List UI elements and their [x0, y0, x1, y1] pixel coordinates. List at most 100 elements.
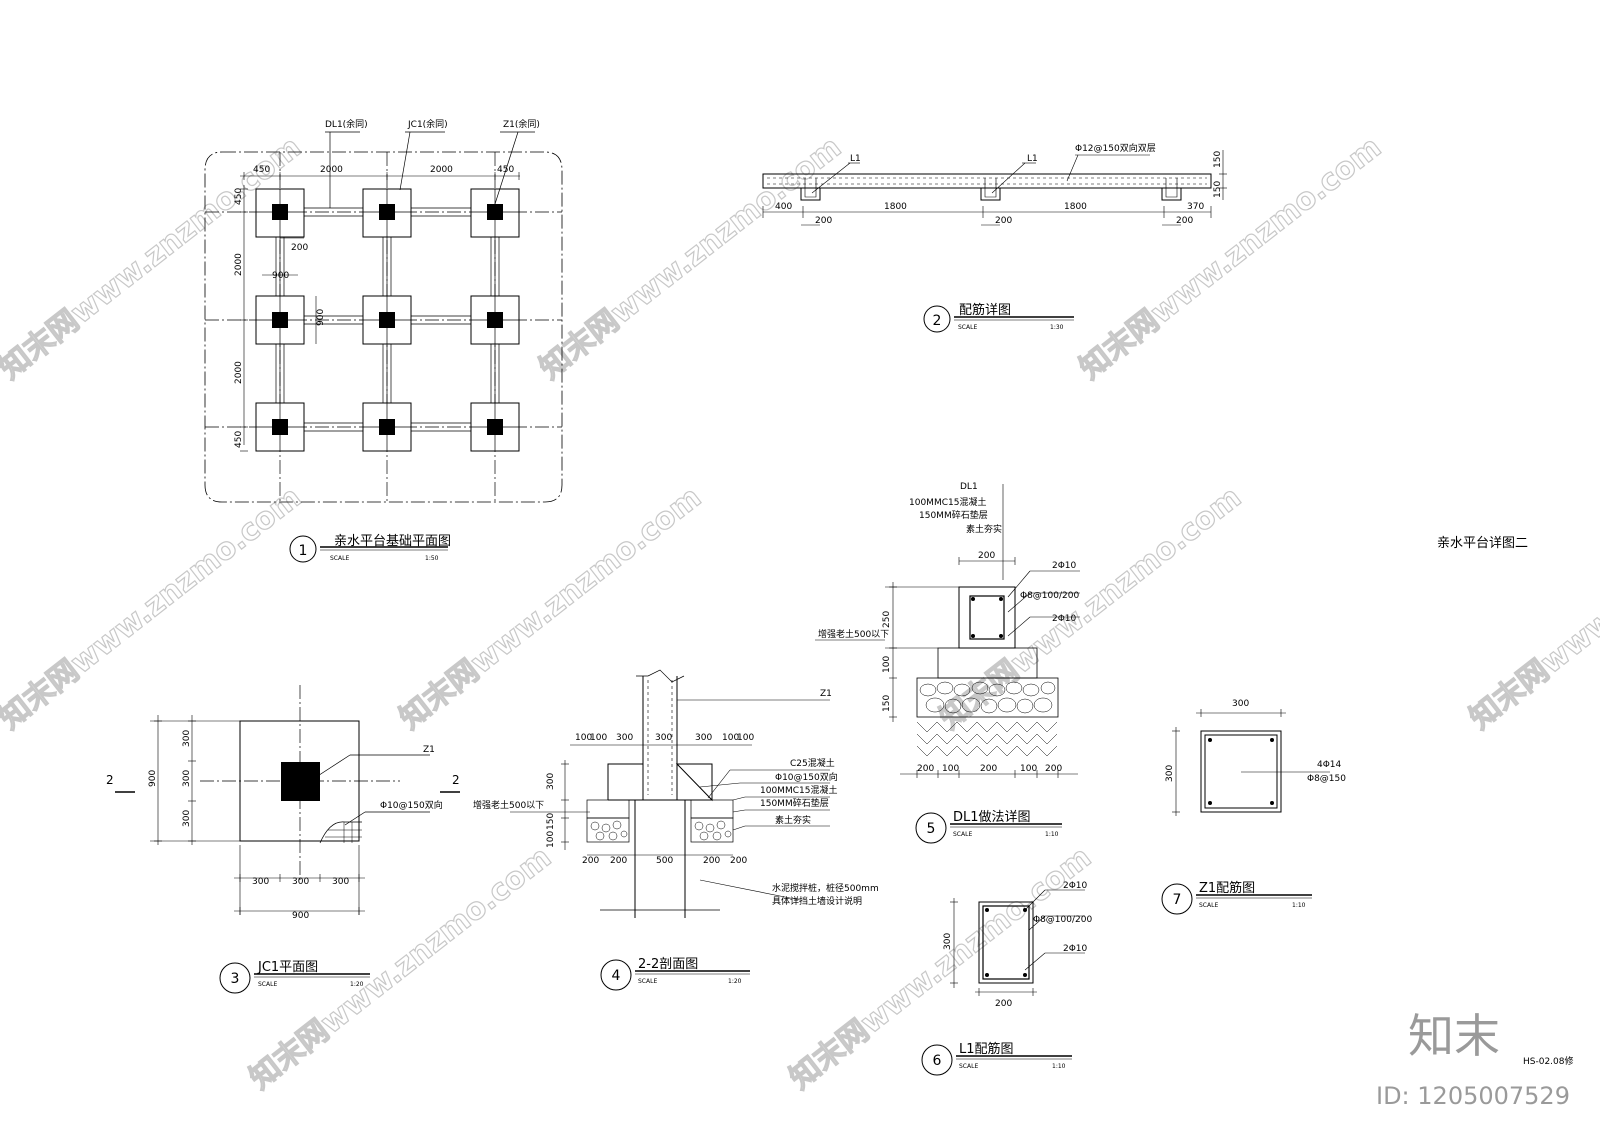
dim: 300	[546, 773, 556, 790]
view-1-foundation-plan	[204, 131, 563, 563]
label-dl1: DL1(余同)	[325, 118, 368, 130]
rebar-label: 2Φ10	[1052, 614, 1077, 624]
dim: 200	[1045, 764, 1062, 774]
view-title: 2-2剖面图	[638, 957, 698, 972]
rebar-label: 2Φ10	[1063, 944, 1088, 954]
view-6-l1-rebar	[921, 889, 1085, 1076]
dim: 200	[978, 551, 995, 561]
callout: 150MM碎石垫层	[919, 509, 988, 521]
id-label: ID: 1205007529	[1376, 1082, 1570, 1110]
view-title: 配筋详图	[959, 302, 1011, 318]
dim: 300	[1165, 765, 1175, 782]
view-title: DL1做法详图	[953, 810, 1031, 825]
view-title: L1配筋图	[959, 1041, 1014, 1057]
scale-label: SCALE	[258, 981, 277, 988]
dim: 300	[182, 810, 192, 827]
rebar-label: 2Φ10	[1063, 881, 1088, 891]
dim: 200	[610, 856, 627, 866]
dim: 370	[1187, 202, 1204, 212]
view-title: Z1配筋图	[1199, 880, 1255, 896]
dim: 100	[546, 831, 556, 848]
watermark: 知末网www.znzmo.com	[393, 480, 708, 737]
scale-value: 1:10	[1052, 1063, 1066, 1070]
dim: 200	[815, 216, 832, 226]
view-title: JC1平面图	[257, 960, 318, 975]
dim: 450	[234, 188, 244, 205]
rebar-label: Φ8@100/200	[1033, 915, 1092, 925]
scale-label: SCALE	[959, 1063, 978, 1070]
dim: 100	[737, 733, 754, 743]
layer-label: C25混凝土	[790, 757, 835, 769]
scale-value: 1:20	[728, 978, 742, 985]
label-l1: L1	[850, 154, 861, 164]
label-rebar: Φ10@150双向	[380, 799, 443, 811]
scale-value: 1:10	[1292, 902, 1306, 909]
dim: 1800	[1064, 202, 1087, 212]
dim: 250	[882, 611, 892, 628]
dim: 100	[942, 764, 959, 774]
layer-label: 素土夯实	[775, 814, 811, 826]
dim: 150	[1213, 181, 1223, 198]
scale-label: SCALE	[953, 831, 972, 838]
dim: 300	[182, 730, 192, 747]
dim: 100	[590, 733, 607, 743]
view-number: 4	[612, 968, 621, 984]
dim: 300	[943, 933, 953, 950]
dim: 200	[980, 764, 997, 774]
dim: 500	[656, 856, 673, 866]
view-4-section-2-2	[510, 669, 830, 991]
section-mark-left: 2	[106, 773, 114, 787]
dim: 450	[253, 165, 270, 175]
dim: 300	[252, 877, 269, 887]
dim: 100	[1020, 764, 1037, 774]
label-z1: Z1(余同)	[503, 118, 540, 130]
dim: 200	[703, 856, 720, 866]
dim: 300	[695, 733, 712, 743]
dim: 200	[1176, 216, 1193, 226]
dim: 300	[292, 877, 309, 887]
dim: 200	[582, 856, 599, 866]
scale-label: SCALE	[330, 555, 349, 562]
sheet-title: 亲水平台详图二	[1437, 536, 1528, 551]
dim: 300	[616, 733, 633, 743]
dim: 150	[882, 695, 892, 712]
scale-value: 1:30	[1050, 324, 1064, 331]
watermark: 知末网www.znzmo.com	[1073, 130, 1388, 387]
dim: 200	[917, 764, 934, 774]
dim: 300	[332, 877, 349, 887]
water-note: 增强老土500以下	[818, 628, 889, 640]
dim: 150	[546, 813, 556, 830]
rebar-label: 2Φ10	[1052, 561, 1077, 571]
rebar-label: Φ8@100/200	[1020, 591, 1079, 601]
label-jc1: JC1(余同)	[407, 118, 448, 130]
view-number: 6	[933, 1053, 942, 1069]
dim: 300	[182, 770, 192, 787]
dim: 2000	[234, 361, 244, 384]
scale-label: SCALE	[638, 978, 657, 985]
dim: 200	[291, 243, 308, 253]
sheet-code: HS-02.08修	[1523, 1055, 1574, 1067]
scale-label: SCALE	[1199, 902, 1218, 909]
dim: 900	[272, 271, 289, 281]
dim: 100	[882, 656, 892, 673]
view-number: 3	[231, 971, 240, 987]
view-6-text: 2Φ10 Φ8@100/200 2Φ10 300 200 6 L1配筋图 SCA…	[933, 881, 1093, 1070]
watermark: 知末网www.znzmo.com	[1463, 480, 1600, 737]
view-number: 7	[1173, 892, 1182, 908]
rebar-label: Φ8@150	[1307, 774, 1346, 784]
dim: 2000	[234, 253, 244, 276]
dim: 100	[722, 733, 739, 743]
view-2-text: L1 L1 Φ12@150双向双层 400 1800 1800 370 200 …	[775, 142, 1223, 331]
view-5-text: DL1 100MMC15混凝土 150MM碎石垫层 素土夯实 2Φ10 Φ8@1…	[818, 482, 1079, 838]
brand-logo: 知末	[1408, 1009, 1500, 1063]
dim: 450	[234, 431, 244, 448]
view-2-rebar-detail	[762, 150, 1227, 333]
view-number: 2	[933, 313, 942, 329]
view-5-dl1-detail	[815, 484, 1080, 844]
label-z1: Z1	[820, 689, 832, 699]
rebar-label: 4Φ14	[1317, 760, 1342, 770]
view-title: 亲水平台基础平面图	[334, 534, 451, 549]
view-number: 5	[927, 821, 936, 837]
dim: 900	[148, 770, 158, 787]
